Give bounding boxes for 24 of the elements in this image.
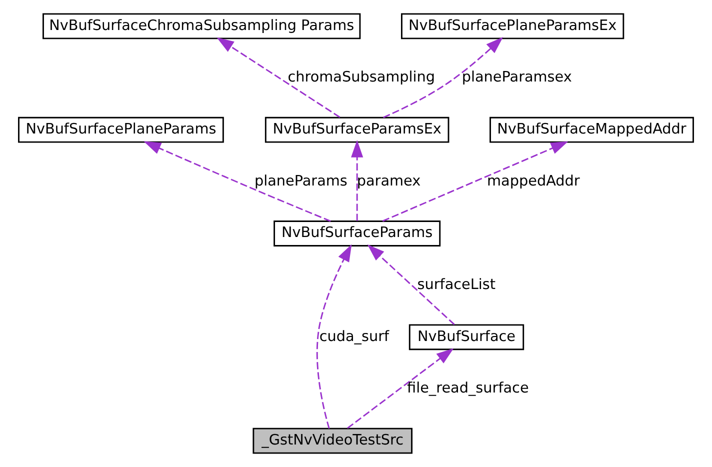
node-box: NvBufSurfacePlaneParams (18, 116, 224, 143)
node-box: NvBufSurfaceMappedAddr (490, 116, 694, 143)
node-box: NvBufSurface (408, 324, 524, 350)
arrow (351, 140, 364, 221)
edge-label: chromaSubsampling (288, 70, 436, 86)
arrow (383, 36, 504, 118)
arrow (367, 244, 455, 326)
edge-label: planeParams (254, 173, 348, 190)
node-box: NvBufSurfaceParamsEx (264, 116, 450, 143)
arrow (216, 37, 340, 118)
edge-label: cuda_surf (319, 328, 390, 345)
edge-label: file_read_surface (407, 380, 529, 397)
arrow (144, 141, 331, 222)
arrow (316, 244, 352, 429)
node-box: NvBufSurfaceParams (274, 220, 441, 246)
arrow (347, 348, 454, 429)
edge-label: surfaceList (417, 276, 496, 293)
node-box: NvBufSurfacePlaneParamsEx (400, 13, 624, 40)
arrow (382, 141, 568, 222)
edge-label: planeParamsex (462, 70, 572, 86)
node-box: NvBufSurfaceChromaSubsampling Params (42, 13, 361, 40)
edge-label: mappedAddr (487, 173, 580, 190)
edge-label: paramex (356, 173, 421, 190)
node-box: _GstNvVideoTestSrc (252, 428, 412, 454)
